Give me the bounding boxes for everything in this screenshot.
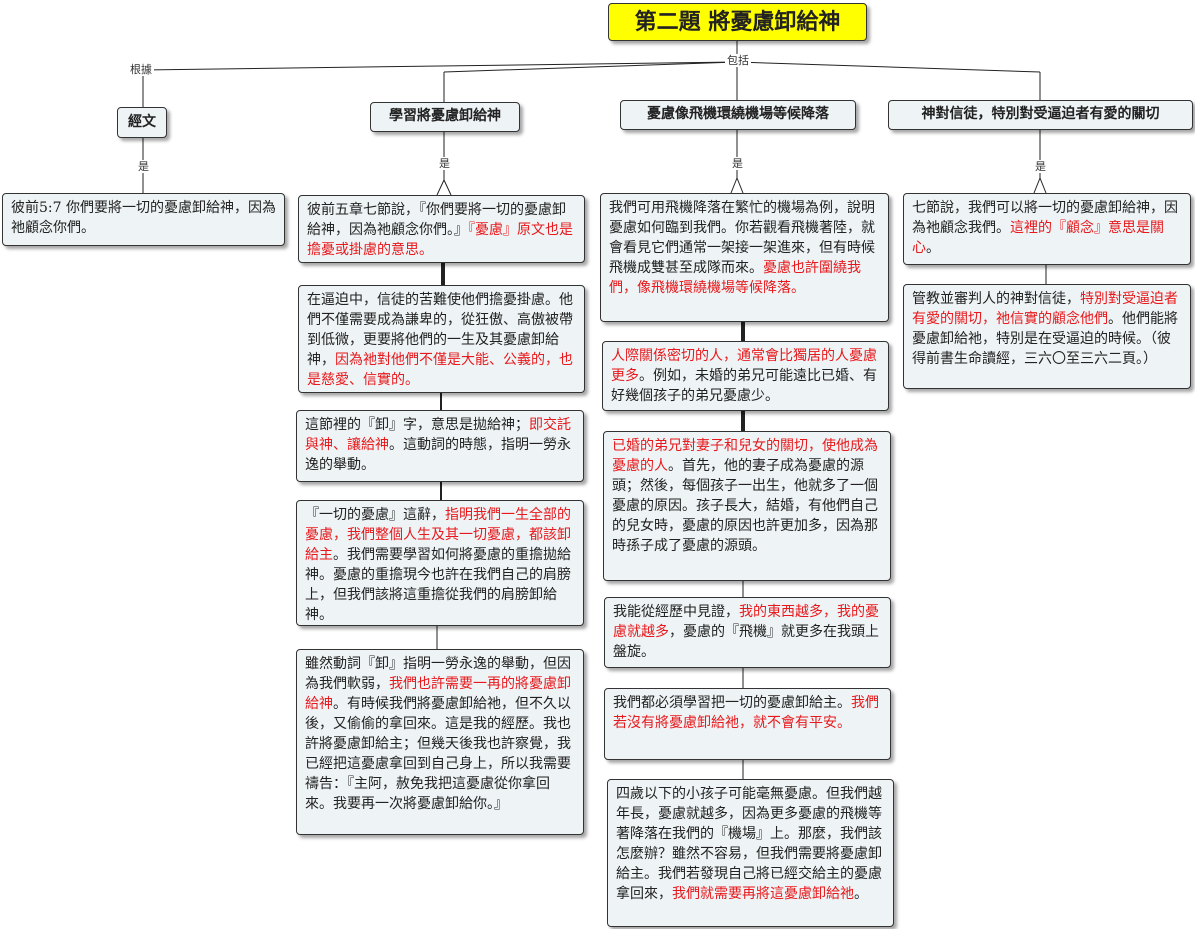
note-text: 我們都必須學習把一切的憂慮卸給主。	[613, 695, 851, 711]
note-care-2[interactable]: 管教並審判人的神對信徒，特別對受逼迫者有愛的關切，祂信實的顧念他們。他們能將憂慮…	[903, 284, 1191, 389]
note-highlight: 我們也許需要一再的將憂慮卸給神	[305, 676, 571, 712]
note-text: ，憂慮的『飛機』就更多在我頭上盤旋。	[613, 624, 879, 660]
relation-label-is: 是	[730, 157, 745, 170]
note-text: 彼前5:7 你們要將一切的憂慮卸給神，因為祂顧念你們。	[11, 200, 276, 236]
relation-label-includes: 包括	[725, 54, 751, 67]
note-scripture-verse[interactable]: 彼前5:7 你們要將一切的憂慮卸給神，因為祂顧念你們。	[2, 193, 285, 246]
note-learn-2[interactable]: 在逼迫中，信徒的苦難使他們擔憂掛慮。他們不僅需要成為謙卑的，從狂傲、高傲被帶到低…	[298, 285, 585, 393]
note-highlight: 特別對受逼迫者有愛的關切，祂信實的顧念他們	[912, 291, 1178, 327]
note-text: 。這動詞的時態，指明一勞永逸的舉動。	[305, 437, 571, 473]
note-text: 。我們需要學習如何將憂慮的重擔拋給神。憂慮的重擔現今也許在我們自己的肩膀上，但我…	[305, 547, 571, 623]
note-learn-1[interactable]: 彼前五章七節說，『你們要將一切的憂慮卸給神，因為祂顧念你們。』『憂慮』原文也是擔…	[298, 195, 585, 263]
note-learn-5[interactable]: 雖然動詞『卸』指明一勞永逸的舉動，但因為我們軟弱，我們也許需要一再的將憂慮卸給神…	[296, 649, 584, 835]
note-text: 。	[926, 240, 940, 256]
note-text: 管教並審判人的神對信徒，	[912, 291, 1080, 307]
note-text: 。首先，他的妻子成為憂慮的源頭；然後，每個孩子一出生，他就多了一個憂慮的原因。孩…	[612, 458, 878, 554]
note-highlight: 因為祂對他們不僅是大能、公義的，也是慈愛、信實的。	[307, 352, 573, 388]
note-text: 雖然動詞『卸』指明一勞永逸的舉動，但因為我們軟弱，	[305, 656, 571, 692]
note-highlight: 已婚的弟兄對妻子和兒女的關切，使他成為憂慮的人	[612, 438, 878, 474]
note-airplane-4[interactable]: 我能從經歷中見證，我的東西越多，我的憂慮就越多，憂慮的『飛機』就更多在我頭上盤旋…	[604, 597, 891, 668]
note-highlight: 我的東西越多，我的憂慮就越多	[613, 604, 879, 640]
relation-label-is: 是	[1033, 160, 1048, 173]
topic-god-cares-for-believers[interactable]: 神對信徒，特別對受逼迫者有愛的關切	[888, 100, 1193, 130]
topic-learn-casting-anxiety[interactable]: 學習將憂慮卸給神	[370, 102, 520, 132]
note-text: 。他們能將憂慮卸給祂，特別是在受逼迫的時候。（彼得前書生命讀經，三六〇至三六二頁…	[912, 311, 1178, 367]
note-highlight: 人際關係密切的人，通常會比獨居的人憂慮更多	[611, 348, 877, 384]
note-highlight: 即交託與神、讓給神	[305, 417, 571, 453]
note-text: 我們可用飛機降落在繁忙的機場為例，說明憂慮如何臨到我們。你若觀看飛機著陸，就會看…	[609, 200, 875, 276]
note-text: 。例如，未婚的弟兄可能遠比已婚、有好幾個孩子的弟兄憂慮少。	[611, 368, 877, 404]
note-text: 七節說，我們可以將一切的憂慮卸給神，因為祂顧念我們。	[912, 200, 1178, 236]
topic-anxiety-like-airplanes[interactable]: 憂慮像飛機環繞機場等候降落	[620, 100, 856, 130]
note-text: 。有時候我們將憂慮卸給祂，但不久以後，又偷偷的拿回來。這是我的經歷。我也許將憂慮…	[305, 696, 571, 812]
note-text: 在逼迫中，信徒的苦難使他們擔憂掛慮。他們不僅需要成為謙卑的，從狂傲、高傲被帶到低…	[307, 292, 573, 368]
note-text: 彼前五章七節說，『你們要將一切的憂慮卸給神，因為祂顧念你們。』	[307, 202, 566, 238]
note-text: 我能從經歷中見證，	[613, 604, 739, 620]
note-highlight: 這裡的『顧念』意思是關心	[912, 220, 1164, 256]
note-airplane-2[interactable]: 人際關係密切的人，通常會比獨居的人憂慮更多。例如，未婚的弟兄可能遠比已婚、有好幾…	[602, 341, 889, 411]
note-highlight: 憂慮也許圍繞我們，像飛機環繞機場等候降落。	[609, 260, 861, 296]
note-airplane-6[interactable]: 四歲以下的小孩子可能毫無憂慮。但我們越年長，憂慮就越多，因為更多憂慮的飛機等著降…	[607, 779, 894, 927]
note-text: 『一切的憂慮』這辭，	[305, 507, 445, 523]
note-text: 。	[854, 886, 868, 902]
note-highlight: 『憂慮』原文也是擔憂或掛慮的意思。	[307, 222, 573, 258]
topic-scripture[interactable]: 經文	[117, 107, 167, 138]
note-highlight: 我們若沒有將憂慮卸給祂，就不會有平安。	[613, 695, 879, 731]
note-learn-3[interactable]: 這節裡的『卸』字，意思是拋給神；即交託與神、讓給神。這動詞的時態，指明一勞永逸的…	[296, 410, 584, 482]
note-airplane-5[interactable]: 我們都必須學習把一切的憂慮卸給主。我們若沒有將憂慮卸給祂，就不會有平安。	[604, 688, 891, 760]
note-text: 這節裡的『卸』字，意思是拋給神；	[305, 417, 529, 433]
note-text: 四歲以下的小孩子可能毫無憂慮。但我們越年長，憂慮就越多，因為更多憂慮的飛機等著降…	[616, 786, 882, 902]
note-airplane-1[interactable]: 我們可用飛機降落在繁忙的機場為例，說明憂慮如何臨到我們。你若觀看飛機著陸，就會看…	[600, 193, 889, 322]
note-airplane-3[interactable]: 已婚的弟兄對妻子和兒女的關切，使他成為憂慮的人。首先，他的妻子成為憂慮的源頭；然…	[603, 431, 891, 581]
note-highlight: 我們就需要再將這憂慮卸給祂	[672, 886, 854, 902]
root-topic[interactable]: 第二題 將憂慮卸給神	[608, 3, 867, 41]
relation-label-is: 是	[136, 160, 151, 173]
relation-label-is: 是	[437, 157, 452, 170]
relation-label-basis: 根據	[128, 63, 154, 76]
note-highlight: 指明我們一生全部的憂慮，我們整個人生及其一切憂慮，都該卸給主	[305, 507, 571, 563]
note-care-1[interactable]: 七節說，我們可以將一切的憂慮卸給神，因為祂顧念我們。這裡的『顧念』意思是關心。	[903, 193, 1191, 265]
note-learn-4[interactable]: 『一切的憂慮』這辭，指明我們一生全部的憂慮，我們整個人生及其一切憂慮，都該卸給主…	[296, 500, 584, 626]
